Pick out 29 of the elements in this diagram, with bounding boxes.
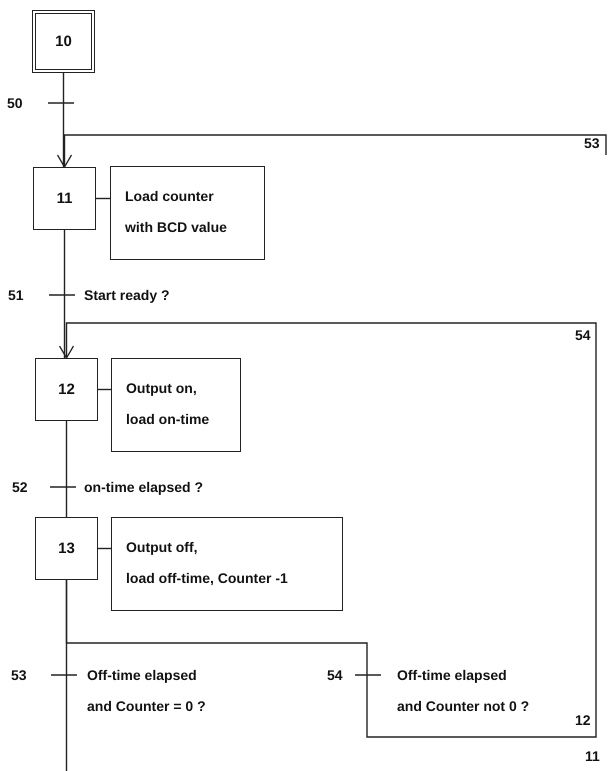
transition-condition: Off-time elapsed and Counter not 0 ? [397,666,530,716]
arrow [58,322,597,738]
connector-line [98,548,111,550]
connector-line [96,198,110,200]
connector-line [62,73,64,167]
connector-line [98,388,111,390]
connector-line [66,421,68,517]
connector-line [64,230,66,358]
step-box: 12 [35,358,98,421]
jump-target-number: 54 [575,326,591,345]
initial-step-box: 10 [32,10,95,73]
transition-number: 53 [11,666,27,685]
transition-number: 52 [12,478,28,497]
transition-number: 51 [8,286,24,305]
jump-target-number: 53 [584,134,600,153]
step-box: 11 [33,167,96,230]
jump-target-number: 11 [585,747,600,766]
action-box: Output off, load off-time, Counter -1 [111,517,343,611]
arrow [56,134,607,168]
action-box: Load counter with BCD value [110,166,265,260]
transition-number: 50 [7,94,23,113]
transition-number: 54 [327,666,343,685]
action-box: Output on, load on-time [111,358,241,452]
step-box: 13 [35,517,98,580]
transition-condition: Start ready ? [84,286,170,305]
connector-line [66,580,68,771]
transition-condition: on-time elapsed ? [84,478,204,497]
transition-condition: Off-time elapsed and Counter = 0 ? [87,666,207,716]
jump-target-number: 12 [575,711,591,730]
